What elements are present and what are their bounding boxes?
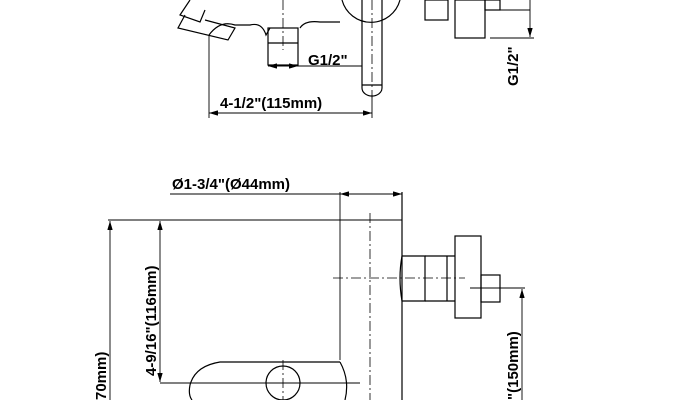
body-circle: [341, 0, 401, 23]
spout-length-label: 4-1/2"(115mm): [220, 95, 322, 112]
inlet-fitting: [267, 27, 299, 66]
overall-height-label: 70mm): [93, 352, 110, 400]
inlet-thread-label: G1/2": [308, 52, 348, 69]
top-view: G1/2" G1/2" 4-1/2"(115mm): [177, 0, 534, 118]
body-diameter-label: Ø1-3/4"(Ø44mm): [172, 176, 290, 193]
connector: [399, 255, 426, 302]
side-flange: [454, 235, 482, 319]
flange: [454, 0, 486, 39]
lever-side: [188, 361, 348, 400]
outlet-height-label: "(150mm): [505, 331, 522, 400]
outlet-thread-label: G1/2": [505, 46, 522, 86]
side-shaft: [480, 274, 501, 303]
nut: [424, 0, 449, 21]
body-height-label: 4-9/16"(116mm): [143, 265, 160, 376]
shaft: [484, 0, 501, 11]
side-view: Ø1-3/4"(Ø44mm) "(150mm) 70mm) 4-9/16"(11…: [93, 176, 525, 400]
spout-outline: [177, 0, 236, 41]
body-connector: [208, 21, 340, 37]
